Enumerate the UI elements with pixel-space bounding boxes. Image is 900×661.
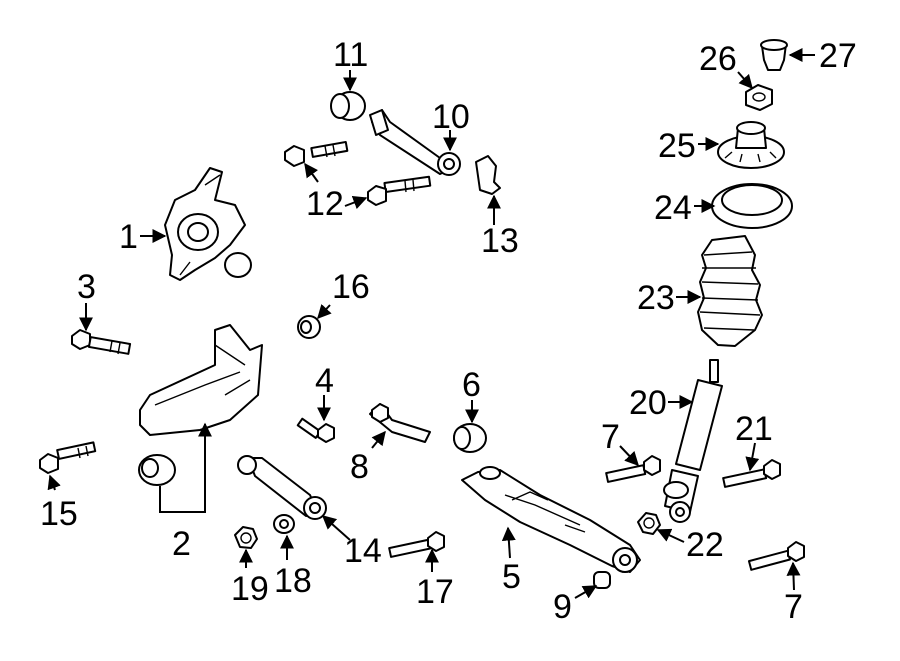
- callout-4: 4: [315, 362, 334, 400]
- leader-arrows: [47, 48, 815, 599]
- callout-25: 25: [658, 127, 696, 165]
- part-knuckle[interactable]: [164, 167, 252, 281]
- part-bushing-6[interactable]: [453, 423, 487, 453]
- callout-13: 13: [481, 222, 519, 260]
- callout-19: 19: [231, 570, 269, 608]
- callout-10: 10: [432, 98, 470, 136]
- part-bushing-9[interactable]: [593, 571, 611, 589]
- part-bolt-7-upper[interactable]: [605, 455, 661, 483]
- part-bracket-13[interactable]: [475, 155, 501, 195]
- callout-14: 14: [344, 532, 382, 570]
- part-bolt-7-lower[interactable]: [747, 541, 805, 571]
- part-washer-18[interactable]: [273, 514, 295, 534]
- part-lower-control-arm[interactable]: [461, 466, 641, 573]
- callout-16: 16: [332, 268, 370, 306]
- callout-12: 12: [306, 185, 344, 223]
- callout-7-lower: 7: [784, 588, 803, 626]
- callout-labels: 1 2 3 4 5 6 7 7 8 9 10 11 12 13 14 15 16…: [40, 36, 857, 626]
- part-nut-19[interactable]: [234, 526, 258, 549]
- callout-9: 9: [553, 588, 572, 626]
- part-dust-boot[interactable]: [697, 235, 763, 347]
- callout-20: 20: [629, 384, 667, 422]
- part-shock-absorber[interactable]: [663, 359, 723, 523]
- callout-18: 18: [274, 562, 312, 600]
- part-upper-control-arm[interactable]: [369, 109, 461, 176]
- part-lateral-link[interactable]: [237, 455, 327, 520]
- callout-11: 11: [333, 36, 368, 74]
- part-bolt-12-lower[interactable]: [367, 175, 432, 206]
- part-bolt-12-upper[interactable]: [284, 140, 349, 167]
- part-bushing-2[interactable]: [138, 454, 176, 486]
- callout-1: 1: [119, 218, 138, 256]
- part-bolt-21[interactable]: [722, 459, 781, 488]
- part-nut-16[interactable]: [297, 315, 321, 339]
- callout-3: 3: [77, 268, 96, 306]
- callout-27: 27: [819, 37, 857, 75]
- part-cap-27[interactable]: [760, 39, 788, 71]
- callout-7-upper: 7: [601, 418, 620, 456]
- callout-21: 21: [735, 410, 773, 448]
- part-bolt-15[interactable]: [39, 441, 97, 474]
- callout-5: 5: [502, 558, 521, 596]
- callout-2: 2: [172, 525, 191, 563]
- callout-8: 8: [350, 448, 369, 486]
- part-trailing-arm[interactable]: [139, 324, 263, 436]
- callout-6: 6: [462, 366, 481, 404]
- callout-15: 15: [40, 495, 78, 533]
- part-bushing-11[interactable]: [330, 91, 366, 121]
- part-nut-26[interactable]: [745, 84, 773, 111]
- part-strut-mount[interactable]: [717, 121, 785, 169]
- part-bracket-8[interactable]: [369, 403, 431, 443]
- part-bolt-4[interactable]: [296, 417, 335, 443]
- callout-22: 22: [686, 526, 724, 564]
- callout-24: 24: [654, 189, 692, 227]
- part-bolt-3[interactable]: [71, 329, 132, 355]
- part-bolt-17[interactable]: [388, 531, 445, 558]
- callout-23: 23: [637, 279, 675, 317]
- part-spring-seat[interactable]: [711, 183, 793, 229]
- part-nut-22[interactable]: [637, 512, 661, 535]
- callout-26: 26: [699, 40, 737, 78]
- callout-17: 17: [416, 573, 454, 611]
